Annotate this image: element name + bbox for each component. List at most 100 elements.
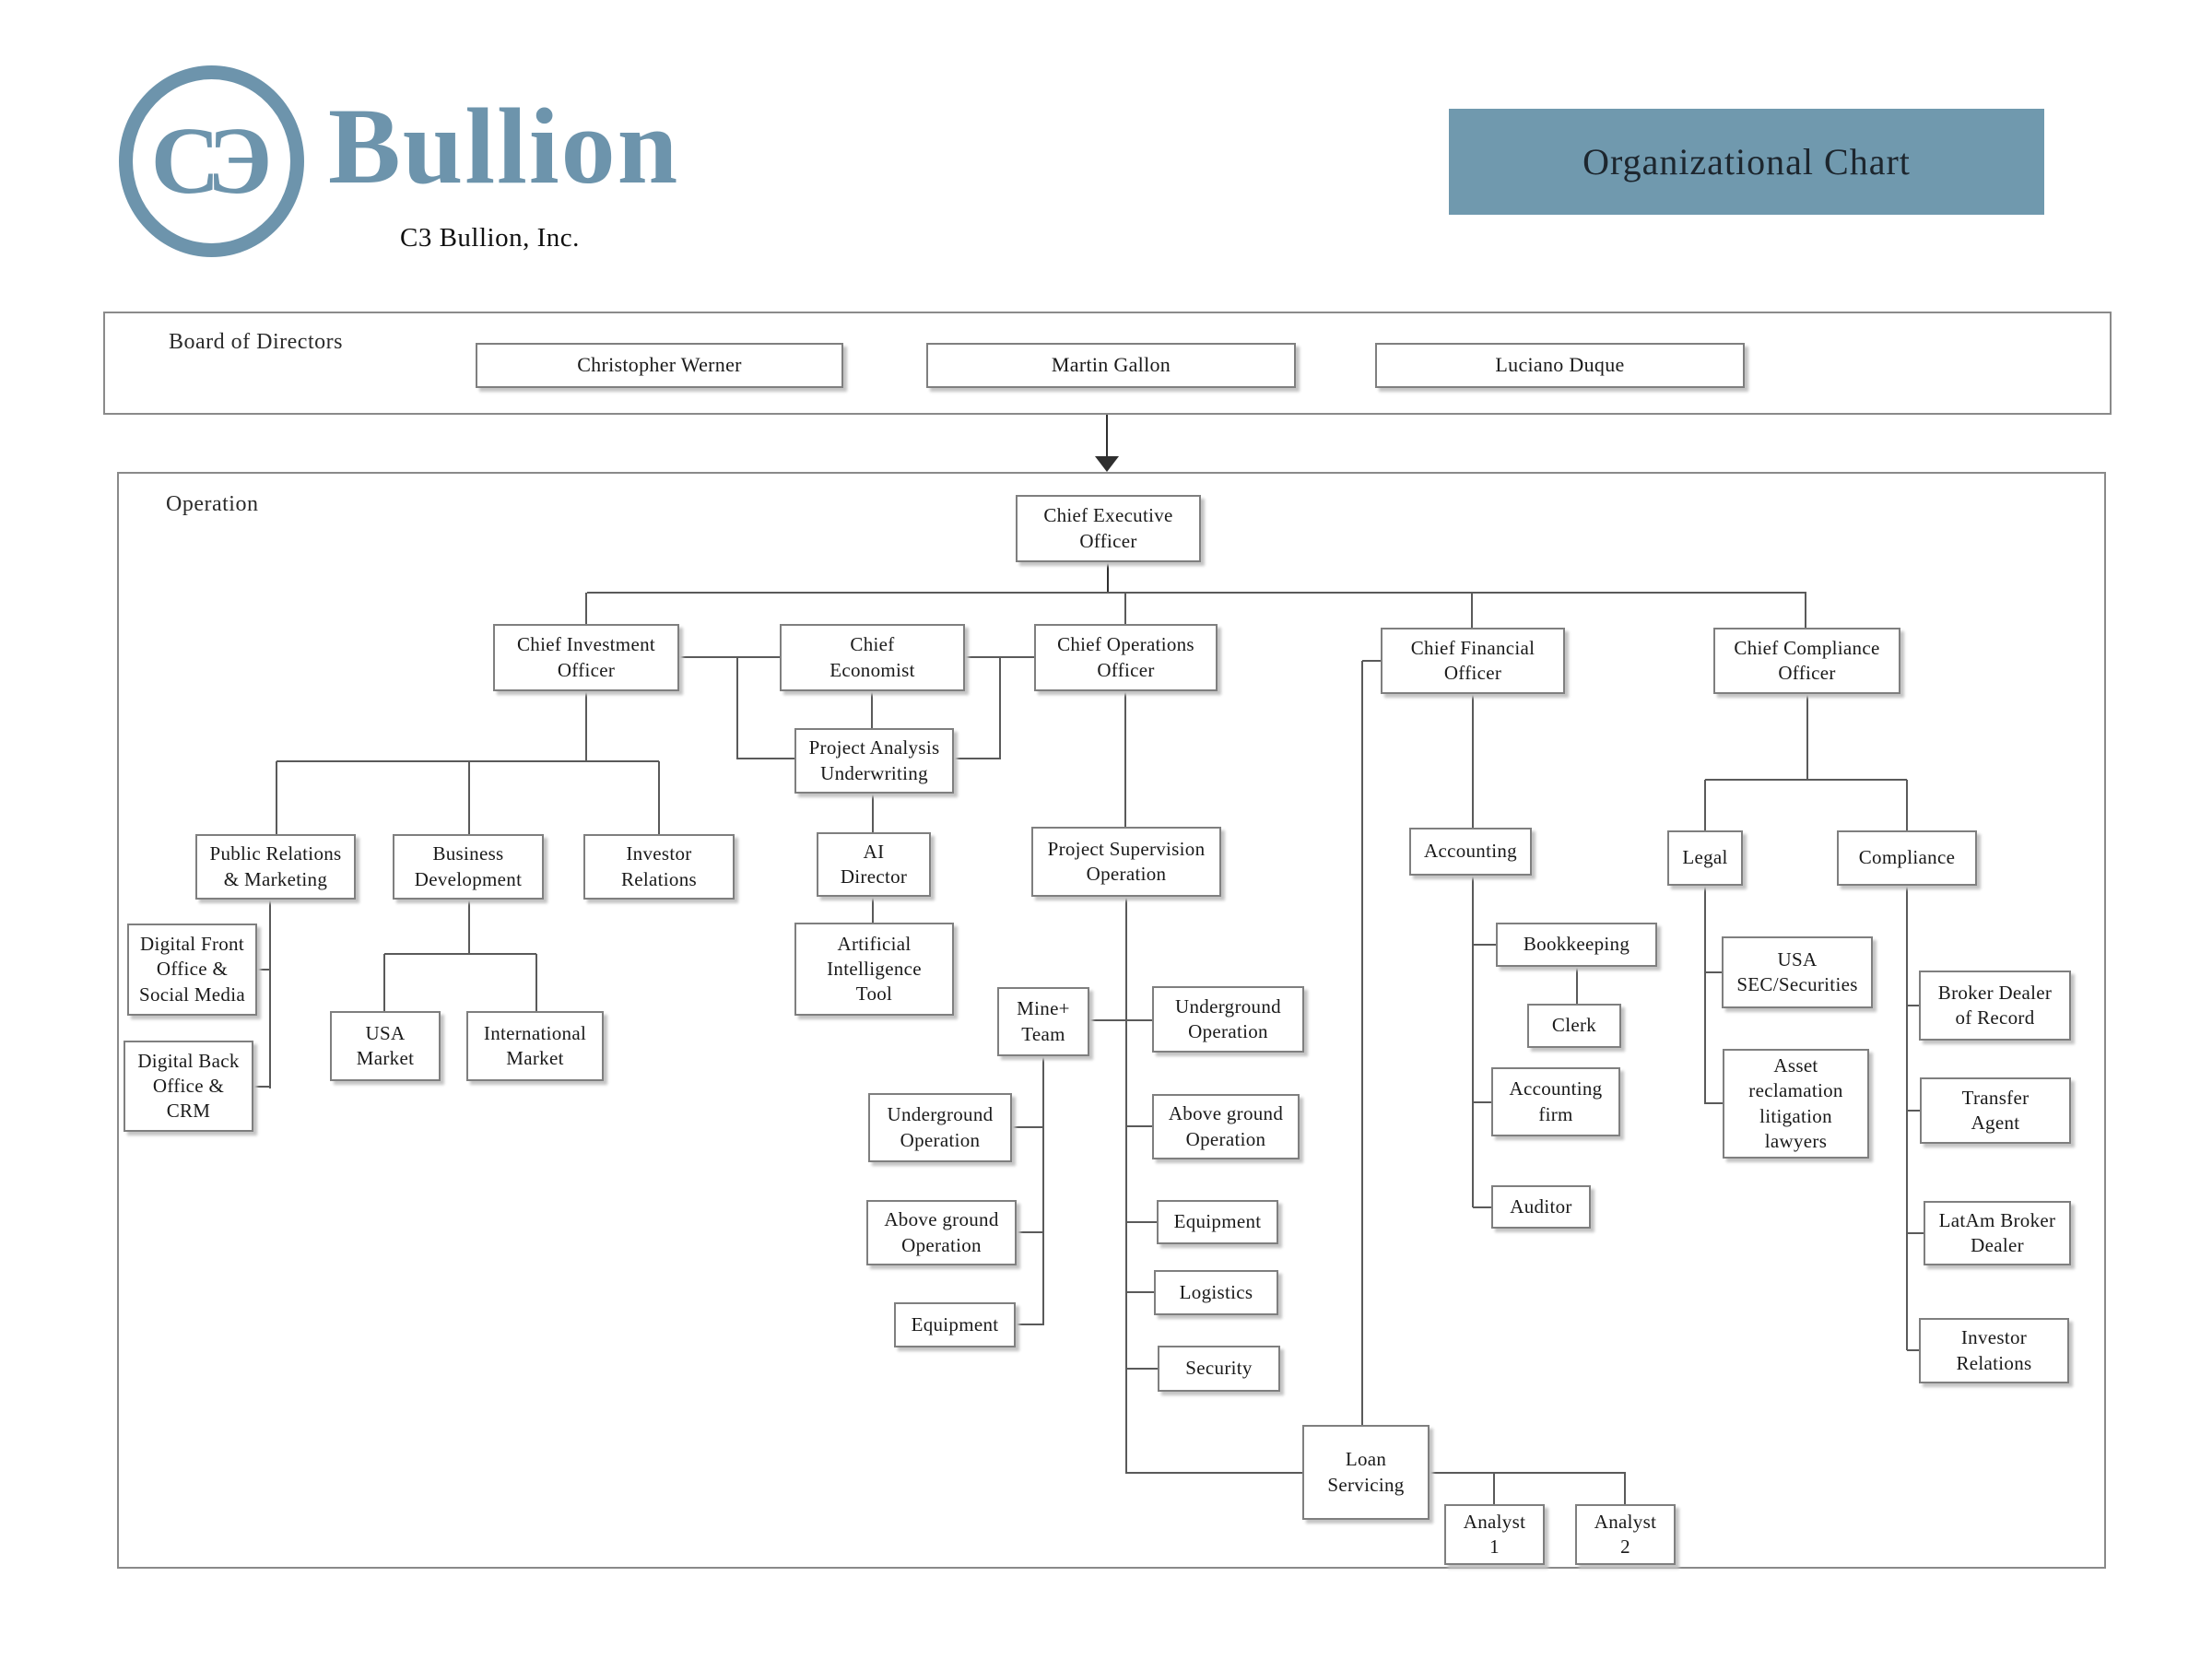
node-above-ground-operation: Above ground Operation xyxy=(1152,1094,1300,1159)
connector-line xyxy=(1126,1125,1152,1127)
connector-line xyxy=(1124,691,1126,827)
operation-section-label: Operation xyxy=(166,492,259,516)
node-compliance: Compliance xyxy=(1837,830,1977,886)
connector-line xyxy=(1907,1110,1920,1112)
node-security: Security xyxy=(1158,1346,1280,1392)
connector-line xyxy=(1624,1473,1626,1504)
connector-line xyxy=(253,1086,271,1088)
connector-line xyxy=(1473,1206,1491,1208)
connector-line xyxy=(1473,944,1496,946)
node-underground-operation: Underground Operation xyxy=(1152,986,1304,1053)
connector-line xyxy=(1126,1368,1158,1370)
connector-line xyxy=(1705,971,1722,973)
down-arrow-icon xyxy=(1095,456,1119,472)
node-latam-broker-dealer: LatAm Broker Dealer xyxy=(1924,1201,2071,1265)
connector-line xyxy=(1362,660,1381,662)
connector-line xyxy=(1473,1101,1491,1103)
connector-line xyxy=(1704,886,1706,1104)
connector-line xyxy=(954,758,1001,759)
board-section-frame xyxy=(103,312,2112,415)
connector-line xyxy=(1806,694,1808,780)
connector-line xyxy=(1471,593,1473,629)
company-name: C3 Bullion, Inc. xyxy=(400,223,580,253)
node-ceo: Chief Executive Officer xyxy=(1016,495,1201,562)
connector-line xyxy=(384,953,536,955)
node-investor-relations-cio: Investor Relations xyxy=(583,834,735,900)
node-digital-front-office: Digital Front Office & Social Media xyxy=(127,924,257,1016)
node-artificial-intelligence-tool: Artificial Intelligence Tool xyxy=(794,923,954,1016)
logo-monogram: CЭ xyxy=(150,108,273,214)
node-project-analysis-underwriting: Project Analysis Underwriting xyxy=(794,728,954,794)
node-business-development: Business Development xyxy=(393,834,544,900)
node-auditor: Auditor xyxy=(1491,1185,1591,1229)
node-mine-team: Mine+ Team xyxy=(997,987,1089,1056)
node-project-supervision-operation: Project Supervision Operation xyxy=(1031,827,1221,897)
node-equipment: Equipment xyxy=(1157,1200,1278,1244)
node-chief-economist: Chief Economist xyxy=(780,624,965,691)
connector-line xyxy=(535,954,537,1011)
connector-line xyxy=(269,900,271,1088)
connector-line xyxy=(587,592,1806,594)
node-digital-back-office: Digital Back Office & CRM xyxy=(124,1041,253,1132)
node-equipment-mine: Equipment xyxy=(894,1302,1016,1347)
connector-line xyxy=(257,969,271,971)
node-cio: Chief Investment Officer xyxy=(493,624,679,691)
connector-line xyxy=(1907,1005,1919,1006)
node-investor-relations-compliance: Investor Relations xyxy=(1919,1318,2069,1383)
connector-line xyxy=(1016,1324,1043,1325)
connector-line xyxy=(1042,1056,1044,1325)
connector-line xyxy=(1472,694,1474,828)
connector-line xyxy=(1705,779,1907,781)
node-accounting-firm: Accounting firm xyxy=(1491,1067,1620,1136)
node-international-market: International Market xyxy=(466,1011,604,1081)
node-analyst-1: Analyst 1 xyxy=(1444,1504,1545,1565)
node-usa-market: USA Market xyxy=(330,1011,441,1081)
connector-line xyxy=(872,794,874,832)
node-asset-reclamation-lawyers: Asset reclamation litigation lawyers xyxy=(1723,1049,1869,1159)
connector-line xyxy=(1089,1019,1152,1021)
node-underground-operation-mine: Underground Operation xyxy=(868,1093,1012,1162)
node-accounting: Accounting xyxy=(1409,828,1532,876)
node-loan-servicing: Loan Servicing xyxy=(1302,1425,1430,1520)
connector-line xyxy=(1906,886,1908,1350)
connector-line xyxy=(658,761,660,834)
connector-line xyxy=(1126,1472,1302,1474)
connector-line xyxy=(1361,661,1363,1425)
node-public-relations-marketing: Public Relations & Marketing xyxy=(195,834,356,900)
node-broker-dealer-of-record: Broker Dealer of Record xyxy=(1919,971,2071,1041)
connector-line xyxy=(1805,593,1806,629)
connector-line xyxy=(1106,415,1108,459)
board-section-label: Board of Directors xyxy=(169,330,343,354)
node-cco: Chief Compliance Officer xyxy=(1713,628,1900,694)
connector-line xyxy=(585,691,587,762)
connector-line xyxy=(999,657,1001,759)
node-above-ground-operation-mine: Above ground Operation xyxy=(866,1200,1017,1265)
connector-line xyxy=(1125,897,1127,1474)
connector-line xyxy=(1704,780,1706,830)
node-usa-sec-securities: USA SEC/Securities xyxy=(1722,936,1873,1008)
node-legal: Legal xyxy=(1667,830,1743,886)
node-transfer-agent: Transfer Agent xyxy=(1920,1077,2071,1144)
connector-line xyxy=(276,761,277,834)
connector-line xyxy=(1124,593,1126,625)
connector-line xyxy=(872,897,874,923)
connector-line xyxy=(871,691,873,728)
connector-line xyxy=(1017,1231,1043,1233)
connector-line xyxy=(1126,1221,1157,1223)
connector-line xyxy=(468,761,470,834)
connector-line xyxy=(1906,780,1908,830)
node-ai-director: AI Director xyxy=(817,832,931,897)
connector-line xyxy=(276,760,659,762)
connector-line xyxy=(1705,1102,1723,1104)
board-member-luciano-duque: Luciano Duque xyxy=(1375,343,1745,388)
connector-line xyxy=(1126,1291,1154,1293)
connector-line xyxy=(383,954,385,1011)
page-title: Organizational Chart xyxy=(1449,109,2044,215)
node-bookkeeping: Bookkeeping xyxy=(1496,923,1657,967)
board-member-christopher-werner: Christopher Werner xyxy=(476,343,843,388)
connector-line xyxy=(468,900,470,955)
connector-line xyxy=(737,758,794,759)
operation-section-frame xyxy=(117,472,2106,1569)
node-cfo: Chief Financial Officer xyxy=(1381,628,1565,694)
